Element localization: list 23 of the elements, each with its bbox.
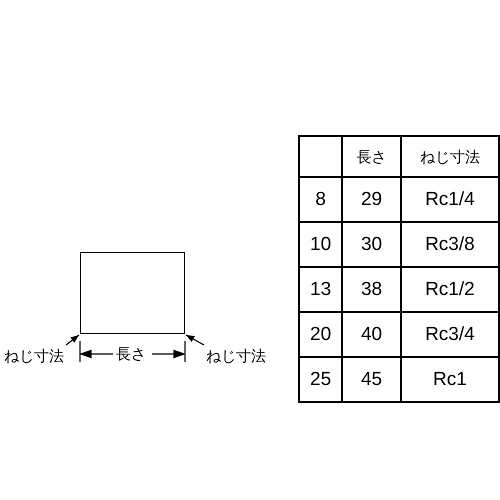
table-cell-text: 8 (315, 188, 326, 210)
table-cell-text: 25 (310, 368, 332, 390)
table-cell-text: Rc1 (433, 368, 467, 390)
thread-size-label: ねじ寸法 (206, 347, 266, 366)
table-cell-text: Rc3/8 (425, 234, 475, 254)
table-cell-text: 20 (310, 324, 332, 344)
leader-line (66, 334, 80, 346)
table-cell-text: Rc3/4 (425, 324, 475, 344)
table-cell-text: 45 (360, 368, 382, 390)
thread-size-label: ねじ寸法 (4, 347, 64, 366)
fitting-outline (80, 252, 185, 334)
dimension-label: 長さ (116, 345, 146, 364)
table-cell-text: Rc1/2 (425, 278, 475, 300)
table-cell-text: 40 (360, 324, 382, 344)
table-cell-text: ねじ寸法 (420, 148, 480, 166)
table-cell-text: 13 (310, 278, 332, 300)
table-cell-text: Rc1/4 (425, 188, 475, 210)
table-cell-text: 30 (360, 234, 382, 254)
table-cell-text: 長さ (356, 148, 386, 166)
leader-line (186, 334, 204, 346)
table-cell-text: 29 (360, 188, 382, 210)
table-cell-text: 10 (310, 234, 332, 254)
table-cell-text: 38 (360, 278, 382, 300)
